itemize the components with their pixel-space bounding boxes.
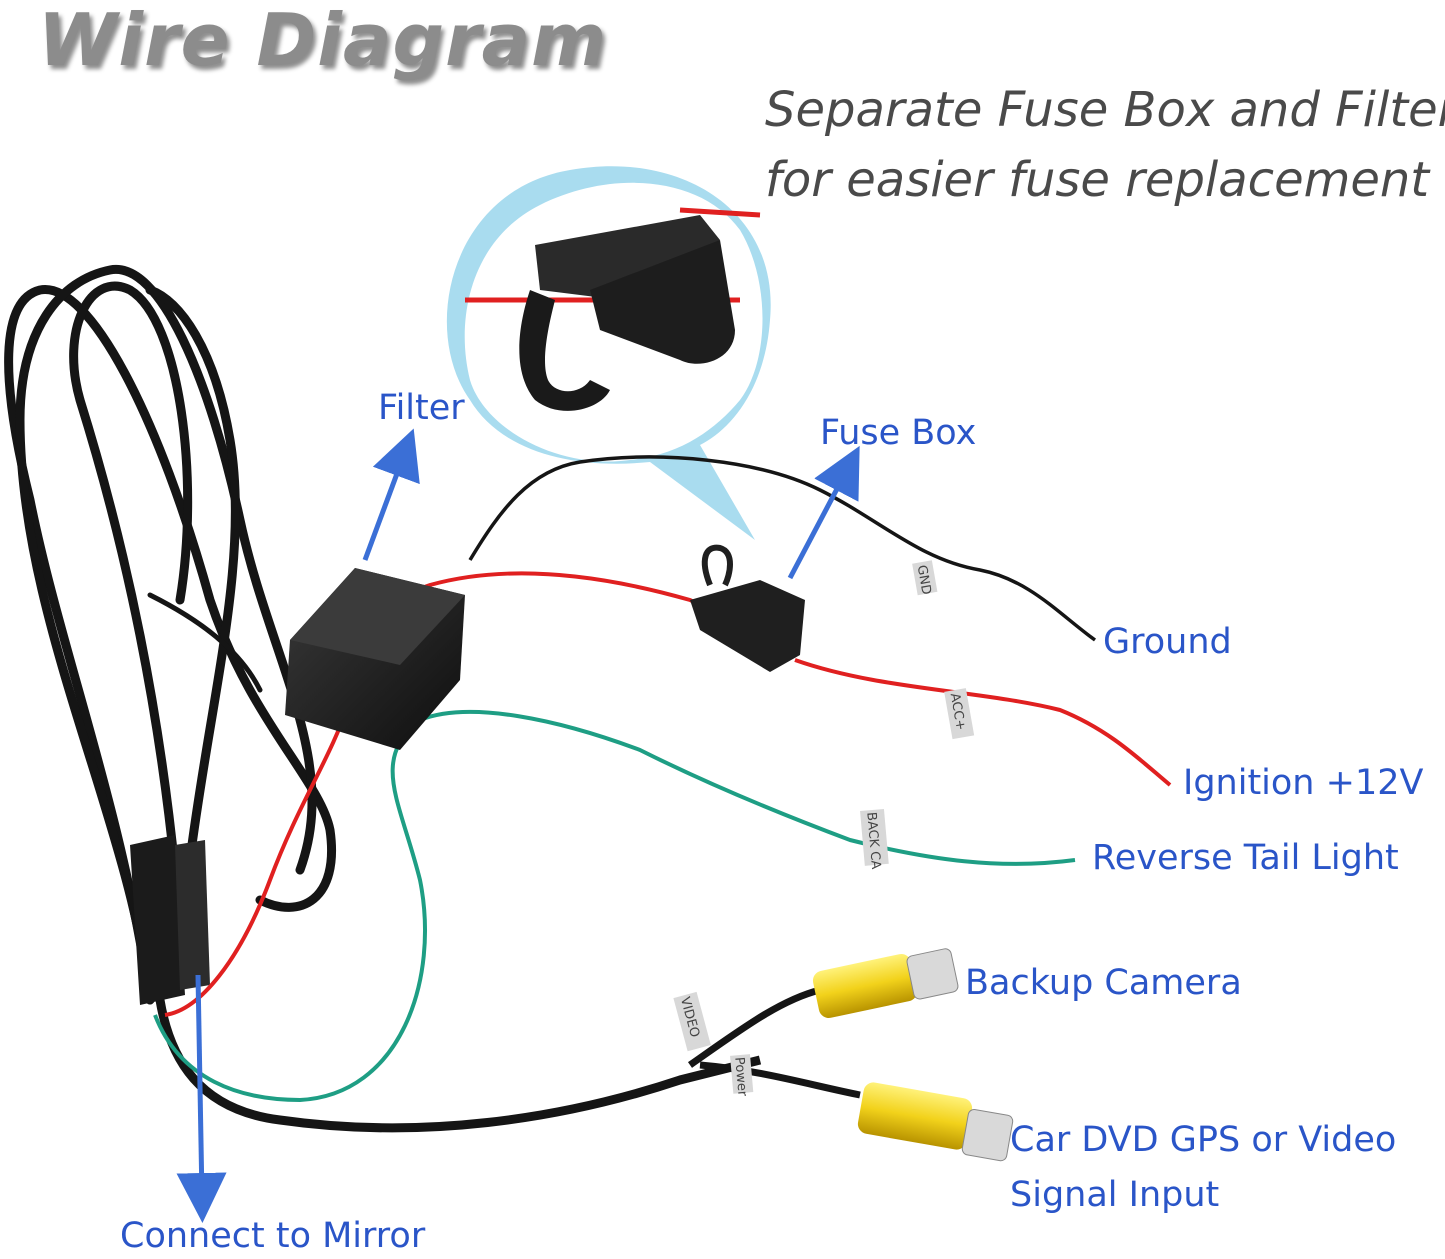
svg-text:ACC+: ACC+ [947,692,968,732]
caption-line-1: Separate Fuse Box and Filter [765,82,1445,138]
connect-to-mirror-label: Connect to Mirror [120,1216,426,1256]
filter-box [285,568,465,750]
tag-power: Power [730,1054,754,1098]
tag-acc: ACC+ [944,688,975,740]
rca-connector-dvd [857,1082,1014,1162]
red-wire-ignition [794,658,1172,787]
svg-text:GND: GND [914,564,934,596]
svg-text:Power: Power [731,1056,749,1097]
fuse-box-arrow [787,445,860,580]
backup-camera-label: Backup Camera [965,963,1242,1003]
fuse-holder [690,544,805,672]
car-dvd-label-line-1: Car DVD GPS or Video [1010,1120,1397,1160]
mirror-connector [130,835,762,1133]
fuse-zoom-bubble [446,166,771,540]
tag-gnd: GND [912,560,938,596]
ignition-label: Ignition +12V [1183,763,1424,803]
car-dvd-label-line-2: Signal Input [1010,1175,1220,1215]
reverse-tail-light-label: Reverse Tail Light [1092,838,1399,878]
tag-video: VIDEO [673,991,711,1052]
ground-wire [468,455,1097,642]
caption-line-2: for easier fuse replacement [765,152,1430,208]
filter-label: Filter [378,388,465,428]
fuse-holder-closeup [519,215,735,411]
fuse-box-label: Fuse Box [820,413,977,453]
svg-text:BACK CA: BACK CA [863,811,883,869]
rca-connector-backup [812,948,959,1019]
diagram-title: Wire Diagram [38,0,608,82]
filter-arrow [362,428,420,561]
ground-label: Ground [1103,622,1232,662]
tag-back: BACK CA [860,808,889,870]
video-cables [687,986,861,1099]
mirror-arrow [176,974,227,1223]
main-cable-coil [4,264,336,1005]
